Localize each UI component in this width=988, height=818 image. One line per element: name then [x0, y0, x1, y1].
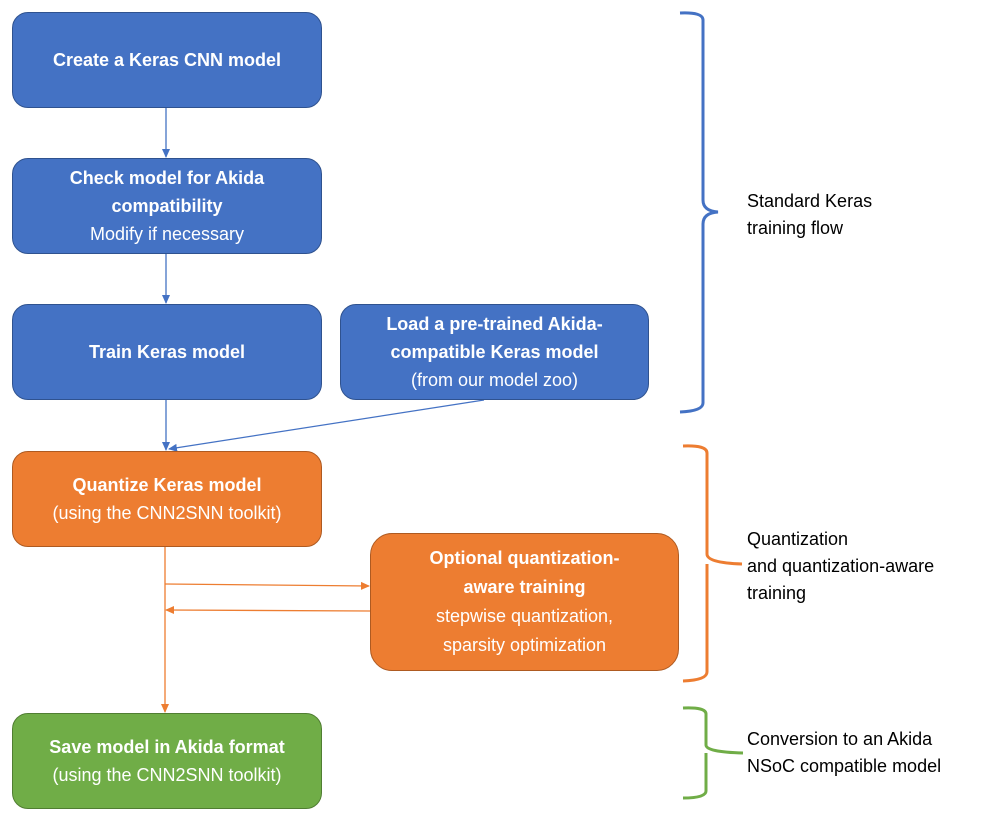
node-save-subtitle: (using the CNN2SNN toolkit) [52, 765, 282, 785]
group-quantization-line2: and quantization-aware [747, 556, 935, 576]
node-create-title: Create a Keras CNN model [52, 50, 282, 70]
node-optional-subtitle-line1: stepwise quantization, [435, 606, 614, 626]
node-check-title-line2: compatibility [111, 196, 223, 216]
arrow-quantize-to-optional [164, 581, 370, 590]
group-quantization-line1: Quantization [747, 529, 849, 549]
bracket-standard [679, 11, 719, 414]
group-quantization-line3: training [747, 583, 807, 603]
arrow-optional-to-quantize [165, 606, 371, 615]
group-conversion-line2: NSoC compatible model [747, 756, 942, 776]
group-label-conversion: Conversion to an Akida NSoC compatible m… [747, 726, 941, 780]
group-standard-line1: Standard Keras [747, 191, 873, 211]
node-quantize-keras: Quantize Keras model (using the CNN2SNN … [12, 451, 322, 547]
node-optional-title-line1: Optional quantization- [429, 548, 620, 568]
node-save-title: Save model in Akida format [49, 737, 285, 757]
node-pretrained-subtitle: (from our model zoo) [410, 370, 579, 390]
bracket-quantization [682, 444, 743, 683]
group-label-standard: Standard Keras training flow [747, 188, 872, 242]
node-quantize-subtitle: (using the CNN2SNN toolkit) [52, 503, 282, 523]
node-train-title: Train Keras model [88, 342, 246, 362]
node-optional-subtitle-line2: sparsity optimization [442, 635, 607, 655]
group-conversion-line1: Conversion to an Akida [747, 729, 933, 749]
node-train-keras: Train Keras model [12, 304, 322, 400]
arrow-pretrained-to-quantize [168, 399, 485, 452]
group-standard-line2: training flow [747, 218, 844, 238]
bracket-conversion [682, 706, 744, 800]
node-check-title-line1: Check model for Akida [69, 168, 265, 188]
node-load-pretrained: Load a pre-trained Akida- compatible Ker… [340, 304, 649, 400]
node-optional-title-line2: aware training [463, 577, 586, 597]
node-optional-qat: Optional quantization- aware training st… [370, 533, 679, 671]
node-check-subtitle: Modify if necessary [89, 224, 245, 244]
node-save-akida: Save model in Akida format (using the CN… [12, 713, 322, 809]
node-pretrained-title-line2: compatible Keras model [390, 342, 599, 362]
node-pretrained-title-line1: Load a pre-trained Akida- [386, 314, 603, 334]
group-label-quantization: Quantization and quantization-aware trai… [747, 526, 934, 607]
node-create-keras-cnn: Create a Keras CNN model [12, 12, 322, 108]
node-check-compatibility: Check model for Akida compatibility Modi… [12, 158, 322, 254]
node-quantize-title: Quantize Keras model [72, 475, 262, 495]
